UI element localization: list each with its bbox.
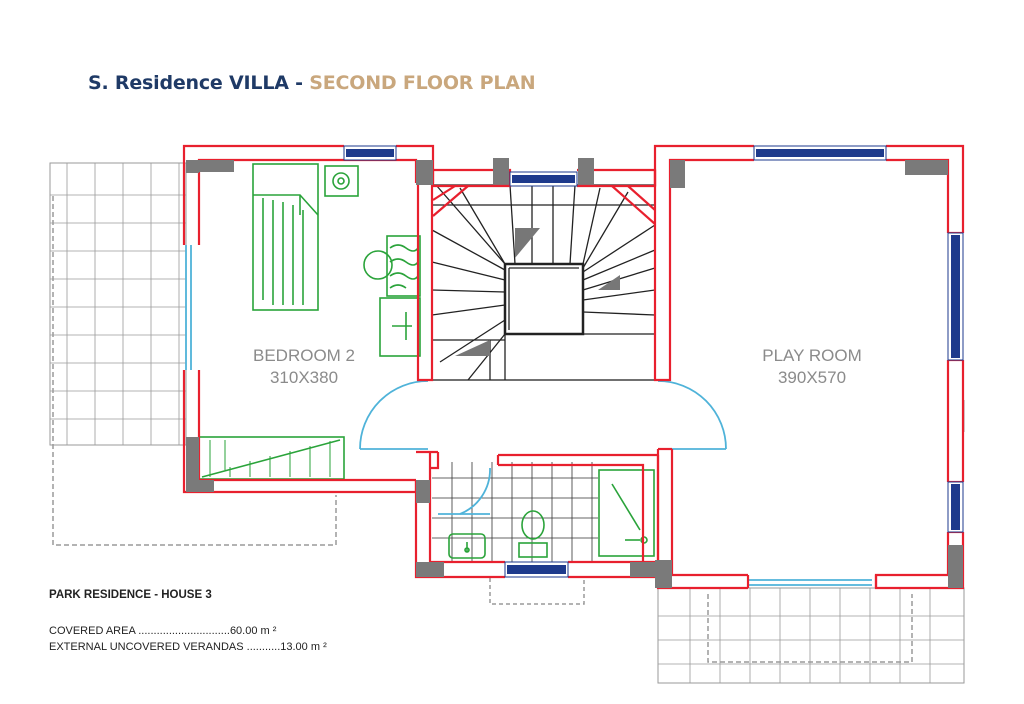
title-floor: SECOND FLOOR PLAN	[309, 72, 536, 94]
wall-corners	[186, 158, 963, 588]
project-name: PARK RESIDENCE - HOUSE 3	[49, 589, 212, 601]
bottom-terrace	[489, 400, 965, 684]
staircase	[431, 184, 656, 381]
bedroom-name: BEDROOM 2	[252, 346, 356, 365]
bedroom-label: BEDROOM 2 310X380	[236, 345, 372, 389]
page-title: S. Residence VILLA - SECOND FLOOR PLAN	[88, 72, 536, 94]
doors	[185, 245, 872, 586]
playroom-name: PLAY ROOM	[762, 346, 862, 365]
veranda-area-label: EXTERNAL UNCOVERED VERANDAS ...........	[49, 641, 281, 653]
title-villa: S. Residence VILLA -	[88, 72, 310, 94]
bathroom-tiles	[432, 462, 598, 562]
bedroom-size: 310X380	[269, 368, 339, 387]
playroom-size: 390X570	[777, 368, 847, 387]
covered-area-row: COVERED AREA ...........................…	[49, 625, 276, 637]
covered-area-value: 60.00 m ²	[229, 625, 277, 637]
veranda-area-row: EXTERNAL UNCOVERED VERANDAS ...........1…	[49, 641, 327, 653]
furniture	[198, 163, 655, 559]
windows	[343, 145, 964, 578]
left-terrace	[49, 162, 337, 546]
veranda-area-value: 13.00 m ²	[280, 641, 327, 653]
covered-area-label: COVERED AREA ...........................…	[49, 625, 230, 637]
playroom-label: PLAY ROOM 390X570	[742, 345, 882, 389]
